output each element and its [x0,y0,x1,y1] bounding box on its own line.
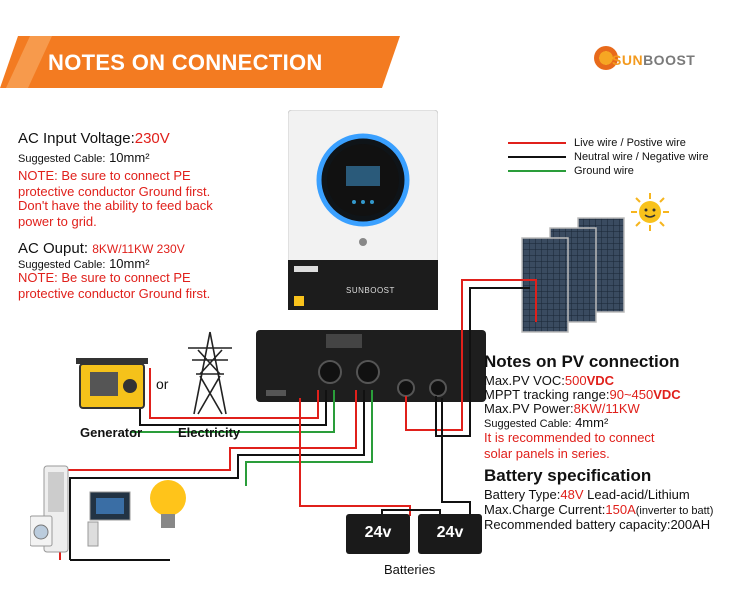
ac-input-label: AC Input Voltage: [18,130,135,147]
battery-1: 24v [346,514,410,554]
battery-2: 24v [418,514,482,554]
battery-charge: Max.Charge Current:150A(inverter to batt… [484,502,713,519]
batteries-label: Batteries [384,562,436,577]
ac-input-value: 230V [134,130,170,147]
ac-input-note2-line2: power to grid. [18,214,97,229]
ac-input-cable-value: 10mm² [109,150,150,165]
ac-output-cable-value: 10mm² [109,256,150,271]
washing-machine-icon [30,515,53,547]
ac-input-note1-line1: NOTE: Be sure to connect PE [18,168,191,183]
legend-label-neutral: Neutral wire / Negative wire [574,151,709,163]
pv-cable-value: 4mm² [575,415,609,430]
solar-panels-icon [521,217,625,333]
inverter-body [287,109,439,311]
battery-charge-value: 150A [605,502,636,517]
battery-charge-note: (inverter to batt) [635,505,714,517]
battery-type: Battery Type:48V Lead-acid/Lithium [484,487,690,503]
ac-input-note1-line2: protective conductor Ground first. [18,184,211,199]
wire-legend: Live wire / Postive wire Neutral wire / … [508,136,709,178]
pv-mppt-label: MPPT tracking range: [484,387,610,402]
wire-ac-output-neutral [69,390,365,560]
inverter-brand: SUNBOOST [346,286,395,295]
computer-icon [87,491,131,547]
battery-capacity-value: 200AH [670,517,711,532]
ac-input-cable: Suggested Cable: 10mm² [18,150,150,167]
pv-power: Max.PV Power:8KW/11KW [484,401,640,417]
legend-swatch-neutral [508,156,566,158]
battery-type-rest: Lead-acid/Lithium [587,487,690,502]
pv-voc-label: Max.PV VOC: [484,373,565,388]
pv-notes-title: Notes on PV connection [484,352,680,371]
legend-swatch-live [508,142,566,144]
power-pylon-icon [188,331,232,415]
ac-input-note2: Don't have the ability to feed back powe… [18,198,213,230]
household-loads [30,465,186,553]
inverter-unit: SUNBOOST [287,109,439,311]
pv-power-label: Max.PV Power: [484,401,574,416]
ac-input-note1: NOTE: Be sure to connect PE protective c… [18,168,210,200]
pv-rec-line1: It is recommended to connect [484,430,655,445]
ac-output: AC Ouput: 8KW/11KW 230V [18,240,185,258]
wire-battery-negative [441,398,471,516]
wire-pv-negative [435,287,530,437]
solar-panel-1 [521,237,569,333]
pv-voc-unit: VDC [586,373,615,388]
pv-rec-line2: solar panels in series. [484,446,610,461]
pv-mppt: MPPT tracking range:90~450VDC [484,387,681,403]
light-bulb-icon [150,480,186,528]
battery-capacity-label: Recommended battery capacity: [484,517,671,532]
ac-output-note: NOTE: Be sure to connect PE protective c… [18,270,210,302]
inverter-bottom-panel [256,330,486,402]
pv-voc-value: 500 [564,373,587,388]
battery-type-label: Battery Type: [484,487,561,502]
wire-ac-input-live [149,368,319,419]
sunboost-logo-icon [594,46,618,70]
sun-icon [631,193,669,231]
pv-mppt-unit: VDC [653,387,681,402]
pv-cable-label: Suggested Cable: [484,418,572,430]
ac-input-voltage: AC Input Voltage:230V [18,130,170,147]
brand-logo: SUNBOOST [612,52,695,68]
legend-label-live: Live wire / Postive wire [574,137,686,149]
battery-type-value: 48V [560,487,584,502]
ac-input-cable-label: Suggested Cable: [18,153,106,165]
legend-item-live: Live wire / Postive wire [508,136,709,150]
pv-power-value: 8KW/11KW [573,401,640,416]
pv-voc: Max.PV VOC:500VDC [484,373,614,389]
page-title: NOTES ON CONNECTION [48,50,323,75]
logo-suffix: BOOST [643,52,696,68]
ac-output-value: 8KW/11KW 230V [92,242,185,256]
generator-icon [76,358,148,409]
wire-battery-link [381,509,441,516]
battery-2-label: 24v [436,524,464,541]
pv-recommendation: It is recommended to connect solar panel… [484,430,655,462]
wire-ac-input-ground [130,390,335,433]
ac-output-cable-label: Suggested Cable: [18,259,106,271]
legend-label-ground: Ground wire [574,165,634,177]
pv-mppt-value: 90~450 [609,387,654,402]
logo-prefix: SUN [612,52,644,68]
battery-1-label: 24v [364,524,392,541]
ac-output-cable: Suggested Cable: 10mm² [18,256,150,273]
battery-spec-title: Battery specification [484,466,652,485]
generator-label: Generator [80,425,143,440]
battery-capacity: Recommended battery capacity:200AH [484,517,710,533]
ac-output-note-line2: protective conductor Ground first. [18,286,211,301]
ac-output-note-line1: NOTE: Be sure to connect PE [18,270,191,285]
legend-item-neutral: Neutral wire / Negative wire [508,150,709,164]
wire-ac-output-ground [245,390,373,486]
battery-charge-label: Max.Charge Current: [484,502,606,517]
ac-input-note2-line1: Don't have the ability to feed back [18,198,213,213]
legend-item-ground: Ground wire [508,164,709,178]
pv-cable: Suggested Cable: 4mm² [484,415,608,432]
title-banner [0,36,400,88]
electricity-label: Electricity [178,425,241,440]
ac-output-label: AC Ouput: [18,240,89,257]
wire-pv-positive [405,279,537,431]
or-label: or [156,376,169,392]
legend-swatch-ground [508,170,566,172]
